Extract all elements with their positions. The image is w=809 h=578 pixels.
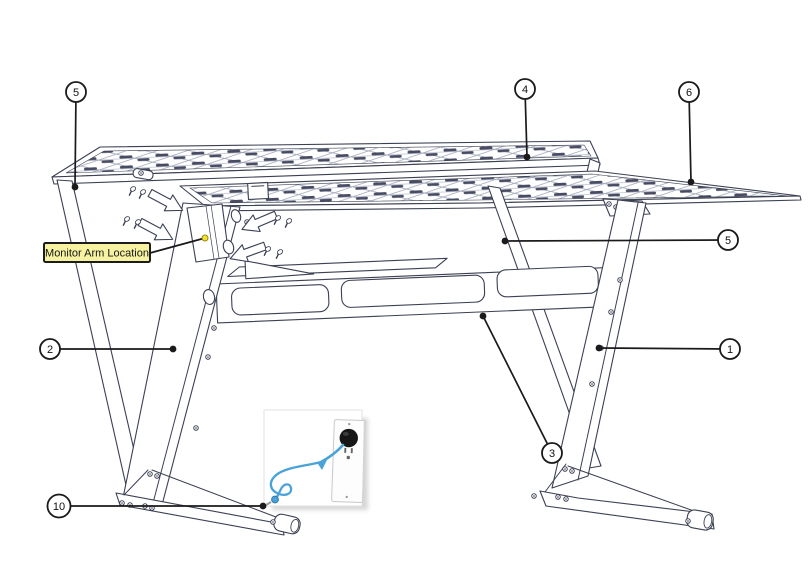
crossbar-slot [231,284,330,316]
callout-number: 2 [47,344,53,356]
outlet-ground-hole [346,455,350,460]
right-leg [531,199,715,531]
cable-hole [202,289,216,305]
callout-number: 5 [725,235,731,247]
monitor-arm-label-box [43,242,151,263]
callout-target-dot [595,344,603,352]
monitor-arm-plate [186,203,230,263]
callout-3: 3 [479,312,563,464]
callout-number: 6 [686,87,692,99]
crossbar-slot [340,274,486,308]
callout-circle [514,78,536,100]
outlet-slot [344,447,347,453]
label-leader-line [149,237,206,254]
callout-target-dot [71,183,79,191]
callout-10: 10 [46,493,267,519]
callout-leader-line [598,347,731,350]
callout-target-dot [479,312,487,320]
rear-shelf [51,140,601,185]
callout-circle [46,493,72,519]
grounding-cable [319,443,345,464]
callout-leader-line [524,88,528,158]
outlet-slot [350,448,353,454]
callout-leader-line [74,91,77,188]
shelf-clamp-bracket [247,181,270,201]
callout-5: 5 [501,229,739,251]
wall-outlet [331,419,366,503]
callout-target-dot [523,153,531,161]
screw-icon [119,214,132,226]
callout-leader-line [688,91,692,183]
callout-circle [719,338,741,360]
callout-number: 3 [549,448,555,460]
callout-5: 5 [65,81,87,191]
cable-hole [230,209,242,223]
callouts-layer: 5 4 6 5 1 2 3 10 [39,78,741,519]
cable-hole [222,239,235,255]
plate-screw [345,495,348,499]
callout-number: 5 [73,87,79,99]
callout-leader-line [482,315,553,454]
callout-target-dot [259,502,267,510]
callout-target-dot [687,178,695,186]
rear-shelf-mesh [65,144,592,174]
cable-clip [265,501,272,506]
left-leg-rear-brace [56,179,144,495]
callout-target-dot [501,237,509,245]
callout-circle [541,442,563,464]
grounding-cable-coil [269,460,323,500]
callout-number: 4 [522,84,528,96]
callout-circle [65,81,87,103]
grounding-strap-photo [263,409,368,510]
crossbar-slot [496,265,599,298]
callout-6: 6 [678,81,700,186]
callout-number: 10 [53,501,65,513]
callout-circle [717,229,739,251]
monitor-arm-location-dot [201,234,209,242]
callout-number: 1 [727,344,733,356]
crossbar-gusset [244,260,315,280]
callout-circle [678,81,700,103]
monitor-arm-label: Monitor Arm Location [45,248,149,260]
callout-circle [39,338,61,360]
screw-icon [281,216,294,228]
callout-leader-line [504,239,729,242]
right-leg-column [551,199,647,489]
cable-snap [271,495,279,504]
right-foot-cap [686,509,714,531]
plate-screw [348,422,351,426]
left-foot [115,492,285,536]
annotation-layer: Monitor Arm Location [43,234,209,263]
screw-icon [125,184,138,196]
cable-plug [318,458,328,470]
screw-icon [135,187,148,199]
callout-target-dot [169,345,177,353]
crossbar-panel [215,257,622,324]
callout-1: 1 [595,338,741,360]
callout-2: 2 [39,338,177,360]
callout-4: 4 [514,78,536,161]
screw-icon [272,247,285,259]
